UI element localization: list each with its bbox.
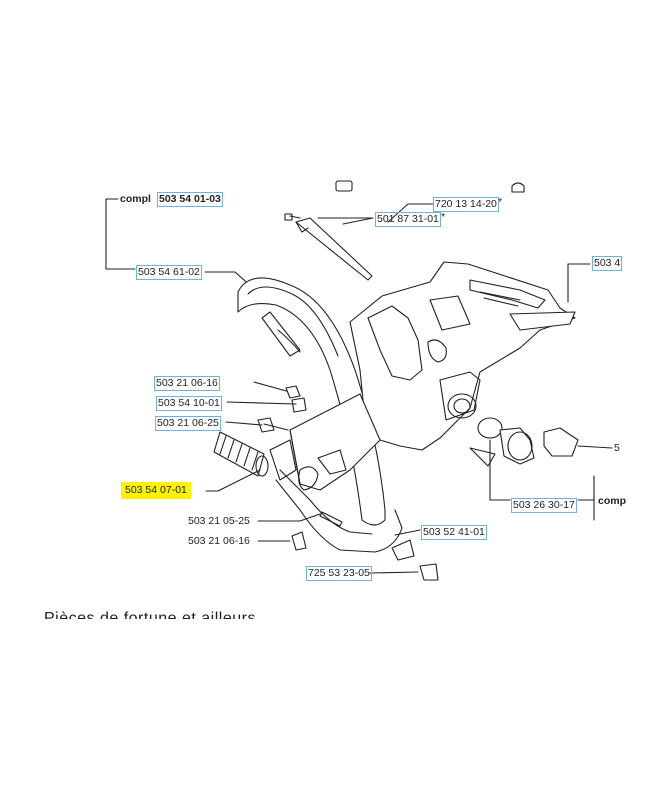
part-number-720-13-14-20[interactable]: 720 13 14-20 xyxy=(433,197,499,212)
part-number-503-21-05-25[interactable]: 503 21 05-25 xyxy=(188,515,250,527)
comp-partial-right: comp xyxy=(598,495,627,507)
part-number-503-54-07-01-highlighted[interactable]: 503 54 07-01 xyxy=(121,482,191,499)
part-number-kit-top[interactable]: 503 54 01-03 xyxy=(157,192,223,207)
part-number-5-partial-right[interactable]: 5 xyxy=(614,442,620,454)
compl-prefix-top: compl xyxy=(120,193,151,205)
star-marker: * xyxy=(441,211,446,223)
part-number-501-87-31-01[interactable]: 501 87 31-01 xyxy=(375,212,441,227)
part-number-503-26-30-17[interactable]: 503 26 30-17 xyxy=(511,498,577,513)
part-number-503-4-partial[interactable]: 503 4 xyxy=(592,256,623,271)
part-number-503-21-06-16[interactable]: 503 21 06-16 xyxy=(154,376,220,391)
part-number-725-53-23-05[interactable]: 725 53 23-05 xyxy=(306,566,372,581)
part-number-503-21-06-25[interactable]: 503 21 06-25 xyxy=(155,416,221,431)
footer-cut-text: Pièces de fortune et ailleurs xyxy=(44,610,256,619)
star-marker: * xyxy=(498,196,503,208)
part-number-503-52-41-01[interactable]: 503 52 41-01 xyxy=(421,525,487,540)
part-number-503-54-10-01[interactable]: 503 54 10-01 xyxy=(156,396,222,411)
part-number-503-21-06-16-lower[interactable]: 503 21 06-16 xyxy=(188,535,250,547)
part-number-503-54-61-02[interactable]: 503 54 61-02 xyxy=(136,265,202,280)
